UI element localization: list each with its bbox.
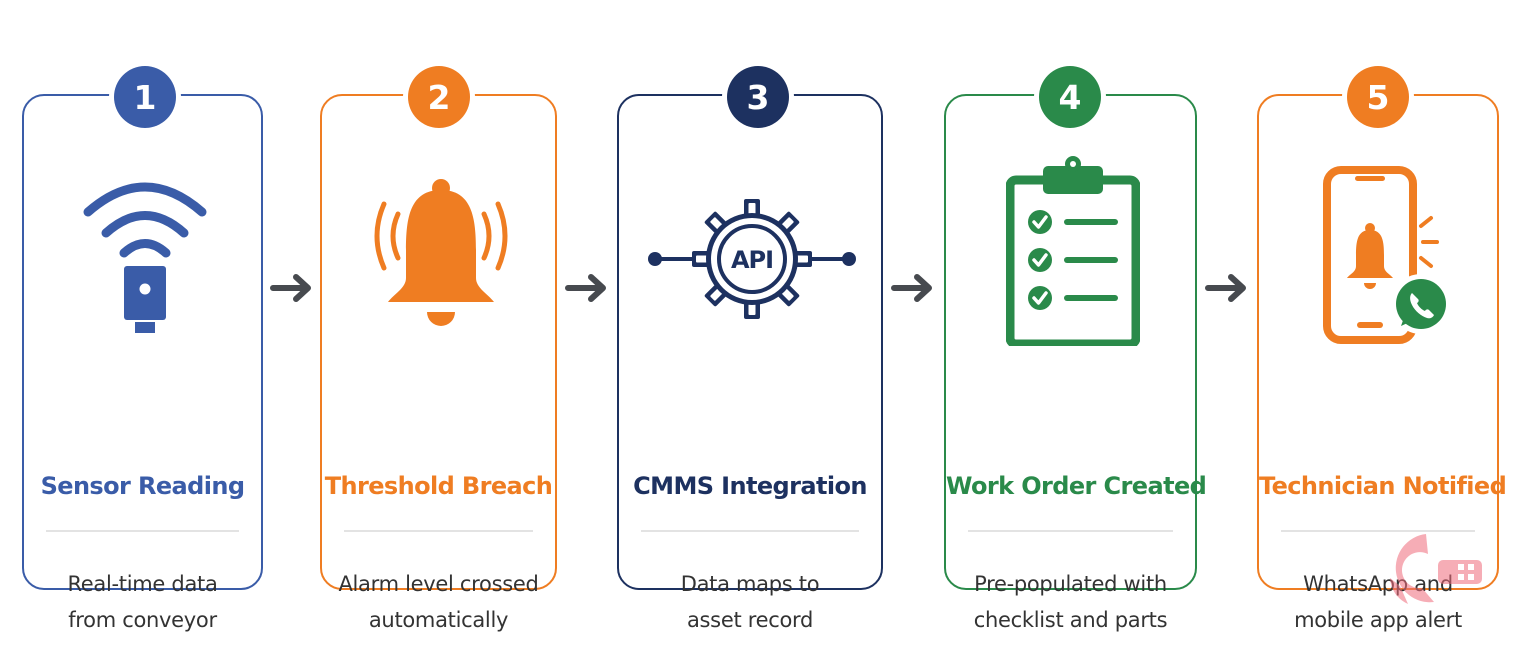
- step-description-5-line-2: mobile app alert: [1294, 608, 1462, 632]
- arrow-right-icon: [565, 274, 606, 302]
- clipboard-checklist-icon: [1005, 156, 1141, 351]
- bell-alarm-icon: [358, 178, 524, 335]
- api-label: API: [731, 246, 773, 274]
- step-number-badge-4: 4: [1039, 66, 1101, 128]
- step-card-2: Threshold Breach Alarm level crossed aut…: [320, 94, 557, 632]
- arrow-right-icon: [891, 274, 932, 302]
- step-title-1: Sensor Reading: [40, 472, 245, 500]
- step-card-3: API CMMS Integration Data maps to asset …: [617, 94, 883, 632]
- step-number-badge-1: 1: [114, 66, 176, 128]
- step-description-4-line-2: checklist and parts: [973, 608, 1168, 632]
- step-description-2-line-1: Alarm level crossed: [338, 572, 539, 596]
- wifi-sensor-icon: [82, 176, 208, 341]
- step-divider-3: [641, 530, 859, 532]
- step-title-3: CMMS Integration: [633, 472, 867, 500]
- step-description-1-line-1: Real-time data: [67, 572, 218, 596]
- arrow-right-icon: [1205, 274, 1246, 302]
- step-description-5-line-1: WhatsApp and: [1303, 572, 1453, 596]
- gear-api-icon: API: [643, 184, 861, 339]
- step-title-2: Threshold Breach: [324, 472, 553, 500]
- step-description-2-line-2: automatically: [368, 608, 509, 632]
- step-description-3-line-2: asset record: [686, 608, 814, 632]
- arrow-right-icon: [270, 274, 311, 302]
- phone-notification-icon: [1317, 166, 1451, 351]
- step-card-4: Work Order Created Pre-populated with ch…: [944, 94, 1207, 632]
- step-description-2: Alarm level crossed automatically: [322, 566, 555, 638]
- watermark-logo-icon: [1390, 534, 1482, 604]
- step-divider-5: [1281, 530, 1475, 532]
- step-description-4-line-1: Pre-populated with: [974, 572, 1167, 596]
- step-number-badge-2: 2: [408, 66, 470, 128]
- step-description-4: Pre-populated with checklist and parts: [946, 566, 1195, 638]
- step-title-5: Technician Notified: [1259, 472, 1507, 500]
- step-card-1: Sensor Reading Real-time data from conve…: [22, 94, 263, 632]
- step-divider-1: [46, 530, 239, 532]
- step-title-4: Work Order Created: [946, 472, 1207, 500]
- step-description-3: Data maps to asset record: [619, 566, 881, 638]
- step-description-1-line-2: from conveyor: [68, 608, 217, 632]
- step-number-badge-3: 3: [727, 66, 789, 128]
- step-divider-4: [968, 530, 1173, 532]
- step-description-5: WhatsApp and mobile app alert: [1259, 566, 1497, 638]
- step-card-5: Technician Notified WhatsApp and mobile …: [1257, 94, 1507, 632]
- step-description-1: Real-time data from conveyor: [24, 566, 261, 638]
- step-divider-2: [344, 530, 533, 532]
- step-number-badge-5: 5: [1347, 66, 1409, 128]
- step-description-3-line-1: Data maps to: [680, 572, 820, 596]
